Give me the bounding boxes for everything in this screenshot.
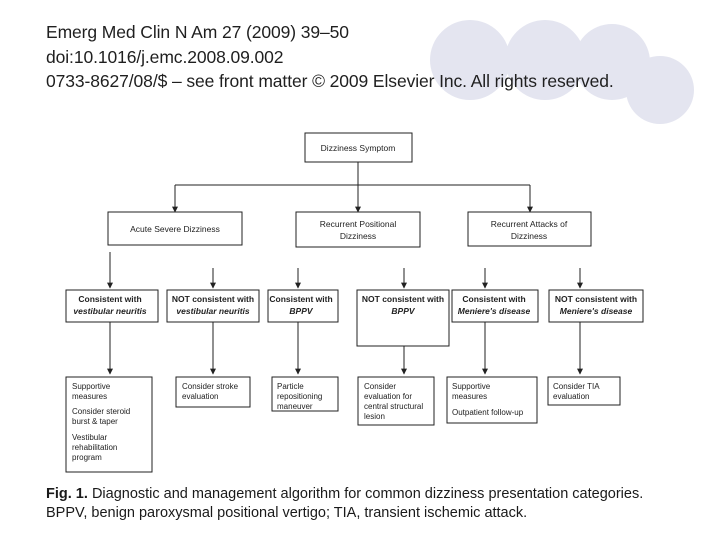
- node-test-vn-consistent: Consistent with vestibular neuritis: [65, 289, 159, 323]
- citation-doi: doi:10.1016/j.emc.2008.09.002: [46, 47, 284, 67]
- test-bppv-consistent-line2: BPPV: [289, 306, 313, 316]
- action-vn-5: Vestibular: [72, 433, 107, 442]
- node-action-meniere-consistent: Supportive measures Outpatient follow-up: [446, 376, 538, 424]
- action-stroke-2: evaluation: [182, 392, 218, 401]
- action-particle-1: Particle: [277, 382, 304, 391]
- figure-caption-label: Fig. 1.: [46, 486, 88, 502]
- action-vn-2: measures: [72, 392, 107, 401]
- node-recurrent-positional-dizziness: Recurrent Positional Dizziness: [295, 211, 421, 248]
- action-central-3: central structural: [364, 402, 423, 411]
- test-bppv-not-line1: NOT consistent with: [362, 294, 444, 304]
- node-recurrent-attacks-dizziness: Recurrent Attacks of Dizziness: [467, 211, 592, 247]
- figure-caption: Fig. 1. Diagnostic and management algori…: [46, 485, 686, 523]
- action-tia-2: evaluation: [553, 392, 589, 401]
- node-action-bppv-not: Consider evaluation for central structur…: [357, 376, 435, 426]
- test-vn-not-line1: NOT consistent with: [172, 294, 254, 304]
- node-acute-severe-dizziness: Acute Severe Dizziness: [107, 211, 243, 246]
- node-action-bppv-consistent: Particle repositioning maneuver: [271, 376, 339, 412]
- action-vn-3: Consider steroid: [72, 407, 130, 416]
- test-vn-not-line2: vestibular neuritis: [176, 306, 249, 316]
- citation-copyright: 0733-8627/08/$ – see front matter © 2009…: [46, 71, 614, 91]
- node-positional-label-1: Recurrent Positional: [320, 219, 397, 229]
- action-central-1: Consider: [364, 382, 396, 391]
- action-tia-1: Consider TIA: [553, 382, 600, 391]
- test-vn-consistent-line1: Consistent with: [78, 294, 141, 304]
- node-test-vn-not: NOT consistent with vestibular neuritis: [166, 289, 260, 323]
- test-meniere-not-line1: NOT consistent with: [555, 294, 637, 304]
- test-vn-consistent-line2: vestibular neuritis: [73, 306, 146, 316]
- action-vn-1: Supportive: [72, 382, 111, 391]
- node-dizziness-symptom-label: Dizziness Symptom: [321, 143, 396, 153]
- action-vn-4: burst & taper: [72, 417, 118, 426]
- node-attacks-label-2: Dizziness: [511, 231, 547, 241]
- action-meniere-1: Supportive: [452, 382, 491, 391]
- action-vn-6: rehabilitation: [72, 443, 117, 452]
- citation-journal: Emerg Med Clin N Am 27 (2009) 39–50: [46, 22, 349, 42]
- action-stroke-1: Consider stroke: [182, 382, 239, 391]
- action-meniere-2: measures: [452, 392, 487, 401]
- action-particle-3: maneuver: [277, 402, 313, 411]
- node-test-bppv-consistent: Consistent with BPPV: [267, 289, 339, 323]
- node-attacks-label-1: Recurrent Attacks of: [491, 219, 568, 229]
- node-acute-label: Acute Severe Dizziness: [130, 224, 220, 234]
- action-central-2: evaluation for: [364, 392, 412, 401]
- node-action-vn-consistent: Supportive measures Consider steroid bur…: [65, 376, 153, 473]
- figure-caption-text: Diagnostic and management algorithm for …: [46, 486, 644, 521]
- test-bppv-consistent-line1: Consistent with: [269, 294, 332, 304]
- node-test-bppv-not: NOT consistent with BPPV: [356, 289, 450, 347]
- test-bppv-not-line2: BPPV: [391, 306, 415, 316]
- test-meniere-consistent-line1: Consistent with: [462, 294, 525, 304]
- node-dizziness-symptom: Dizziness Symptom: [304, 132, 413, 163]
- action-central-4: lesion: [364, 412, 385, 421]
- node-action-meniere-not: Consider TIA evaluation: [547, 376, 621, 406]
- node-test-meniere-not: NOT consistent with Meniere's disease: [548, 289, 644, 323]
- test-meniere-consistent-line2: Meniere's disease: [458, 306, 531, 316]
- node-action-vn-not: Consider stroke evaluation: [175, 376, 251, 408]
- action-particle-2: repositioning: [277, 392, 322, 401]
- action-vn-7: program: [72, 453, 102, 462]
- action-meniere-3: Outpatient follow-up: [452, 408, 524, 417]
- node-test-meniere-consistent: Consistent with Meniere's disease: [451, 289, 539, 323]
- test-meniere-not-line2: Meniere's disease: [560, 306, 633, 316]
- node-positional-label-2: Dizziness: [340, 231, 376, 241]
